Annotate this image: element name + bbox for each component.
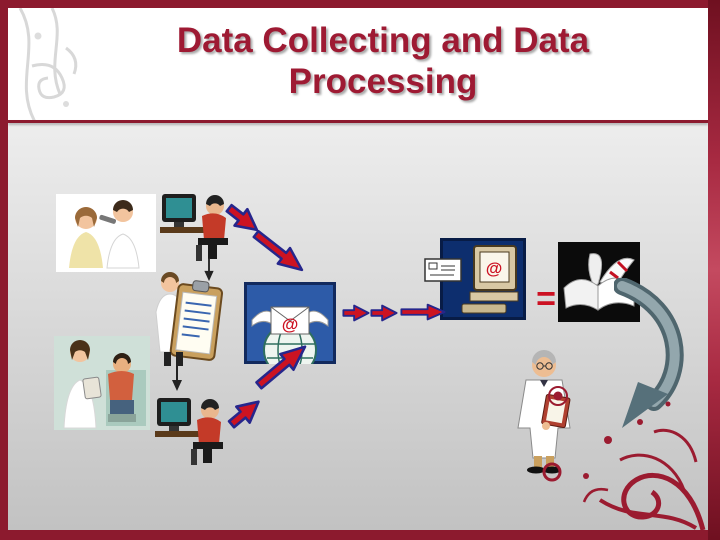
open-book-clipart (558, 242, 640, 322)
at-symbol: @ (282, 315, 299, 334)
connector-down-arrow-icon (170, 362, 184, 392)
flow-arrow-icon (219, 388, 271, 437)
flow-arrow-icon (342, 300, 370, 326)
connector-down-arrow-icon (202, 256, 216, 282)
right-border-bar (708, 0, 720, 540)
computer-user-top-clipart (160, 188, 238, 264)
winged-email-globe-icon: @ (244, 282, 336, 364)
computer-user-bottom-clipart (154, 392, 234, 468)
curved-down-arrow-icon (614, 278, 696, 430)
nurse-patient-clipart (54, 336, 150, 430)
medical-exam-clipart (56, 194, 156, 272)
title-divider (8, 120, 708, 123)
flow-arrow-icon (217, 195, 269, 244)
flow-arrow-icon (248, 335, 315, 398)
doctor-clipboard-clipart (494, 348, 586, 474)
mail-envelope-icon (424, 258, 462, 282)
flow-arrow-icon (246, 222, 312, 282)
flow-arrow-icon (370, 300, 398, 326)
clipboard-person-clipart (148, 270, 230, 368)
slide-body (8, 123, 708, 530)
envelope-icon (270, 306, 310, 335)
at-symbol: @ (486, 259, 503, 278)
slide-inner: Data Collecting and Data Processing (8, 8, 708, 530)
flow-arrow-icon (400, 298, 446, 326)
slide-title: Data Collecting and Data Processing (176, 21, 590, 102)
equals-sign: = (536, 280, 556, 318)
